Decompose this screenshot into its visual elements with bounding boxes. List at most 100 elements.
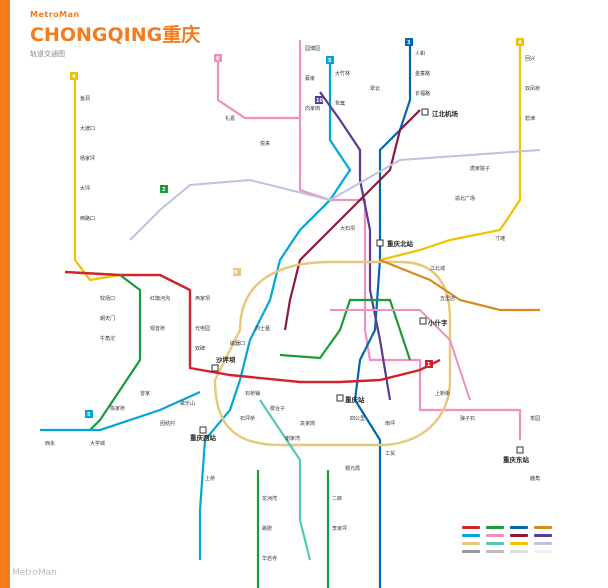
line-16[interactable] [129,149,541,241]
station-label[interactable]: 南坪 [385,420,395,427]
station-label[interactable]: 曾家 [140,390,150,397]
station-label[interactable]: 团结村 [160,420,175,427]
station-label[interactable]: 两路口 [80,215,95,222]
station-label[interactable]: 朝天门 [100,315,115,322]
station-label[interactable]: 观音桥 [150,325,165,332]
station-label[interactable]: 工贸 [385,450,395,457]
station-label[interactable]: 大渡口 [80,125,95,132]
station-label[interactable]: 大坪 [80,185,90,192]
station-label[interactable]: 鱼洞 [80,95,90,102]
station-label[interactable]: 双碑 [195,345,205,352]
station-label[interactable]: 四公里 [350,416,365,422]
badge-line-6: 6 [216,56,220,62]
station-label[interactable]: 园博园 [305,45,320,52]
station-label[interactable]: 烈士墓 [255,325,270,332]
station-label[interactable]: 长福路 [415,90,430,97]
station-label[interactable]: 冉家坝 [195,295,210,302]
line-2[interactable] [89,274,142,431]
badge-line-5-west: 5 [87,412,91,418]
hub-chongqing-north[interactable]: 重庆北站 [387,239,414,248]
station-label[interactable]: 鸳鸯 [335,100,345,107]
station-label[interactable]: 碧津 [525,115,535,122]
hub-stations: 江北机场 重庆北站 沙坪坝 重庆西站 重庆东站 重庆站 小什字 [190,108,530,464]
line-18[interactable] [259,399,312,561]
map-subtitle: 轨道交通图 [30,50,65,58]
station-label[interactable]: 唐家院子 [470,165,490,172]
line-6-east[interactable] [330,309,471,401]
station-label[interactable]: 悦来 [260,140,270,147]
station-label[interactable]: 石桥铺 [245,390,260,397]
station-label[interactable]: 渝北广场 [455,195,475,202]
station-label[interactable]: 人和 [415,50,425,57]
badge-loop: 环 [233,269,238,276]
station-label[interactable]: 礼嘉 [225,115,235,122]
station-label[interactable]: 歌乐山 [180,400,195,407]
station-label[interactable]: 石坪桥 [240,415,255,422]
station-label[interactable]: 鹿角 [530,475,540,482]
station-label[interactable]: 光电园 [195,325,210,332]
station-label[interactable]: 茶园 [530,415,540,422]
line-10[interactable] [319,91,392,401]
station-label[interactable]: 歇台子 [270,405,285,412]
station-label[interactable]: 李家坪 [332,525,347,532]
line-6[interactable] [216,40,522,440]
station-label[interactable]: 龙洲湾 [262,495,277,502]
badge-line-4: 4 [72,74,76,80]
station-labels: 鱼洞 大渡口 杨家坪 大坪 两路口 较场口 朝天门 牛角沱 红旗河沟 观音桥 冉… [45,45,540,562]
line-airport[interactable] [379,42,522,262]
hub-chongqing-west[interactable]: 重庆西站 [190,433,217,442]
station-label[interactable]: 谢家湾 [285,435,300,442]
hub-shapingba[interactable]: 沙坪坝 [216,355,236,364]
line-badges: 4 3 4 6 5 2 1 5 10 环 [70,38,524,418]
line-4[interactable] [379,258,540,312]
station-label[interactable]: 跳磴 [262,525,272,532]
station-label[interactable]: 红旗河沟 [150,295,170,302]
station-label[interactable]: 五里店 [440,295,455,302]
station-label[interactable]: 华岩寺 [262,555,277,562]
hub-chongqing-east[interactable]: 重庆东站 [503,455,530,464]
station-label[interactable]: 弹子石 [460,415,475,422]
station-label[interactable]: 磁器口 [230,340,245,347]
station-label[interactable]: 大学城 [90,440,105,447]
station-label[interactable]: 杨家坪 [80,155,95,162]
station-label[interactable]: 大竹林 [335,70,350,77]
station-label[interactable]: 袁家岗 [300,420,315,427]
station-label[interactable]: 回兴 [525,55,535,62]
station-label[interactable]: 江北城 [430,265,445,272]
line-5[interactable] [198,60,352,560]
line-3[interactable] [353,42,412,588]
map-title: CHONGQING重庆 [30,24,201,46]
hub-xiaoshizi[interactable]: 小什字 [427,318,448,327]
station-label[interactable]: 双凤桥 [525,85,540,92]
station-label[interactable]: 陈家桥 [110,405,125,412]
station-label[interactable]: 蔡家 [305,75,315,82]
line-1[interactable] [64,270,441,384]
badge-line-10: 10 [316,98,323,104]
badge-line-4b: 4 [518,40,522,46]
station-label[interactable]: 西永 [45,440,55,447]
station-label[interactable]: 牛角沱 [100,335,115,342]
loop-line[interactable] [213,260,452,447]
station-label[interactable]: 铜元局 [345,465,360,472]
station-label[interactable]: 上新街 [435,390,450,397]
badge-line-1: 1 [427,362,431,368]
line-9[interactable] [283,109,421,331]
station-label[interactable]: 上桥 [205,475,215,482]
station-label[interactable]: 二郎 [332,495,342,502]
line-yellow-west[interactable] [73,80,121,282]
station-label[interactable]: 较场口 [100,295,115,302]
station-label[interactable]: 大石坝 [340,225,355,232]
line-teal-west[interactable] [40,390,201,432]
station-label[interactable]: 翠云 [370,86,380,92]
watermark: MetroMan [12,568,57,578]
station-label[interactable]: 寸滩 [495,235,505,242]
map-header: MetroMan CHONGQING重庆 轨道交通图 [30,10,200,59]
station-label[interactable]: 向家岗 [305,105,320,112]
map-legend [462,526,592,584]
badge-line-2: 2 [162,187,166,193]
station-label[interactable]: 金童路 [415,70,430,77]
brand-name: MetroMan [30,10,80,19]
hub-jiangbei-airport[interactable]: 江北机场 [432,109,459,118]
hub-chongqing-station[interactable]: 重庆站 [345,395,365,404]
